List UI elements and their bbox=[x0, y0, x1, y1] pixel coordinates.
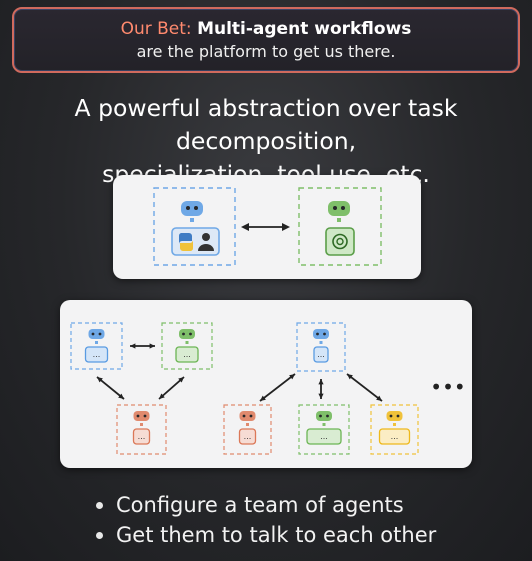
robot-icon bbox=[181, 201, 203, 222]
robot-eye bbox=[323, 332, 326, 336]
robot-neck bbox=[95, 341, 98, 344]
robot-neck bbox=[393, 423, 396, 426]
arrow-head bbox=[318, 393, 324, 399]
agent-tool-box bbox=[378, 428, 411, 445]
person-icon bbox=[198, 233, 214, 251]
agent-tool-box bbox=[313, 346, 329, 363]
agent-tool-dots: ... bbox=[317, 350, 325, 359]
robot-neck bbox=[319, 341, 323, 344]
robot-eye bbox=[189, 332, 192, 336]
python-icon bbox=[178, 233, 194, 251]
agent-tool-box bbox=[306, 428, 342, 445]
robot-eye bbox=[326, 414, 329, 418]
robot-eye bbox=[143, 414, 147, 418]
agent-tool-dots: ... bbox=[138, 432, 146, 441]
robot-neck bbox=[322, 423, 326, 426]
robot-eye bbox=[389, 414, 393, 418]
openai-icon bbox=[332, 233, 348, 250]
arrow-head bbox=[97, 377, 103, 383]
robot-eye bbox=[316, 332, 319, 336]
robot-icon bbox=[88, 329, 105, 339]
arrow-line bbox=[96, 376, 125, 400]
arrow-head bbox=[118, 393, 124, 399]
robot-neck bbox=[140, 423, 143, 426]
banner-subtitle: are the platform to get us there. bbox=[136, 42, 396, 61]
agent-group-green-frame bbox=[298, 187, 382, 266]
banner-prefix: Our Bet: bbox=[120, 19, 192, 39]
bidirectional-arrow bbox=[241, 223, 290, 231]
agent-frame bbox=[298, 404, 350, 455]
arrow-head bbox=[149, 343, 155, 349]
two-agent-diagram-svg bbox=[153, 187, 382, 266]
bullet-dot bbox=[96, 501, 103, 509]
agent-group-blue-frame bbox=[153, 187, 236, 266]
arrow-head bbox=[159, 393, 165, 399]
agent-tool-dots: ... bbox=[320, 432, 328, 441]
agent-tool-box bbox=[175, 346, 199, 363]
robot-icon bbox=[328, 201, 350, 222]
robot-eye bbox=[136, 414, 140, 418]
arrow-line bbox=[259, 373, 296, 402]
bullet-list: Configure a team of agents Get them to t… bbox=[96, 490, 436, 550]
agent-frame bbox=[223, 404, 272, 455]
bullet-dot bbox=[96, 531, 103, 539]
robot-eye bbox=[98, 332, 102, 336]
arrow-head bbox=[289, 374, 295, 380]
agent-tool-box bbox=[84, 346, 109, 363]
robot-eye bbox=[249, 414, 253, 418]
agent-tool-dots: ... bbox=[183, 350, 191, 359]
robot-icon bbox=[386, 411, 403, 421]
agent-tool-box bbox=[238, 428, 257, 445]
arrow-head bbox=[347, 374, 353, 380]
agent-frame bbox=[296, 322, 346, 372]
agent-tool-dots: ... bbox=[93, 350, 101, 359]
agent-team-diagram: ..................... ••• bbox=[60, 300, 472, 468]
robot-icon bbox=[133, 411, 150, 421]
robot-neck bbox=[185, 341, 189, 344]
arrow-line bbox=[346, 373, 383, 402]
bullet-item: Get them to talk to each other bbox=[96, 520, 436, 550]
agent-frame bbox=[161, 322, 213, 370]
robot-eye bbox=[396, 414, 400, 418]
two-agent-diagram bbox=[113, 175, 421, 279]
tool-box-green bbox=[325, 227, 355, 256]
robot-icon bbox=[316, 411, 332, 421]
agent-tool-box bbox=[132, 428, 151, 445]
robot-neck bbox=[246, 423, 249, 426]
robot-eye bbox=[182, 332, 185, 336]
robot-eye bbox=[91, 332, 95, 336]
robot-eye bbox=[319, 414, 322, 418]
banner-title-line: Our Bet: Multi-agent workflows bbox=[14, 19, 518, 39]
agent-team-diagram-svg: ..................... ••• bbox=[70, 322, 466, 455]
arrow-head bbox=[130, 343, 136, 349]
arrow-line bbox=[158, 376, 185, 400]
agent-tool-dots: ... bbox=[391, 432, 399, 441]
agent-frame bbox=[70, 322, 123, 370]
arrow-head bbox=[260, 395, 266, 401]
agent-frame bbox=[116, 404, 167, 455]
robot-icon bbox=[179, 329, 195, 339]
robot-icon bbox=[313, 329, 329, 339]
ellipsis-more-agents: ••• bbox=[430, 375, 465, 399]
agent-tool-dots: ... bbox=[244, 432, 252, 441]
bullet-text: Get them to talk to each other bbox=[116, 523, 437, 547]
bullet-item: Configure a team of agents bbox=[96, 490, 436, 520]
header-banner: Our Bet: Multi-agent workflows are the p… bbox=[12, 7, 520, 73]
arrow-head bbox=[178, 377, 184, 383]
arrow-head bbox=[376, 395, 382, 401]
robot-eye bbox=[242, 414, 246, 418]
banner-title: Multi-agent workflows bbox=[197, 19, 412, 39]
arrow-head bbox=[318, 379, 324, 385]
bullet-text: Configure a team of agents bbox=[116, 493, 404, 517]
headline-line-1: A powerful abstraction over task decompo… bbox=[74, 94, 458, 155]
robot-icon bbox=[239, 411, 256, 421]
agent-frame bbox=[370, 404, 419, 455]
